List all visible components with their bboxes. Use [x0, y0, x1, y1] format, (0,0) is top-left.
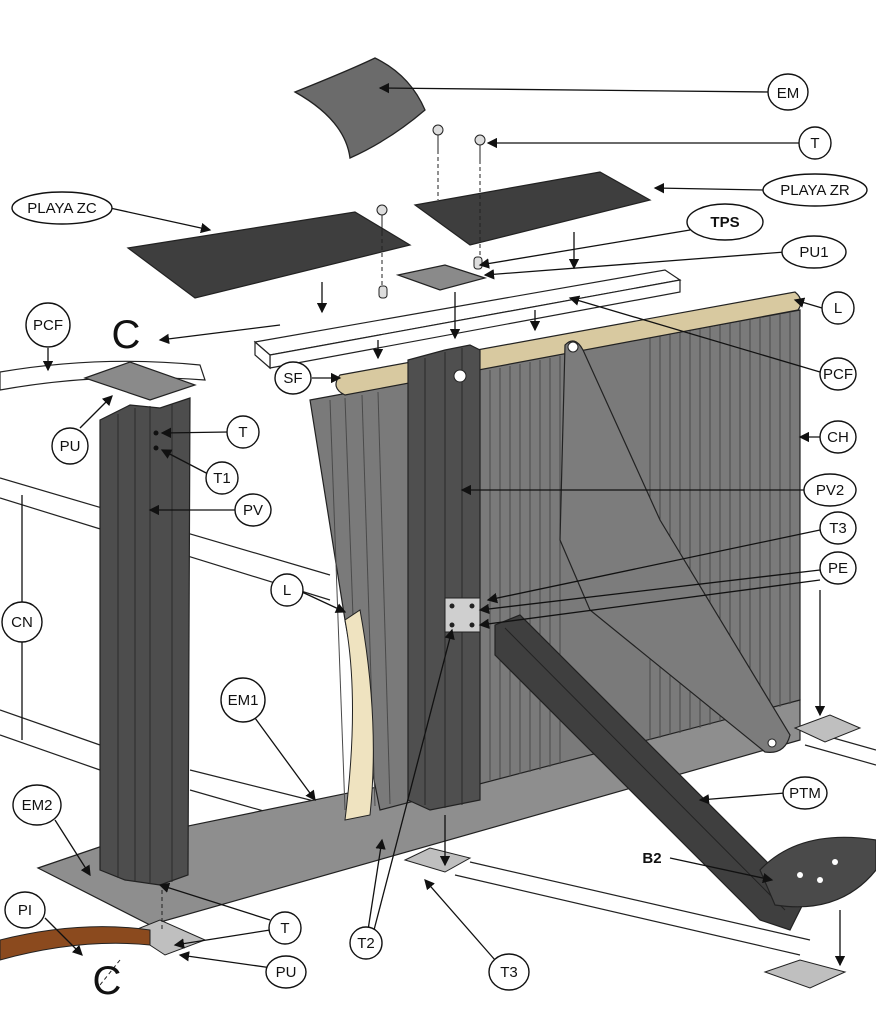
plate-pu-left [83, 361, 197, 401]
label-tps: TPS [710, 214, 739, 231]
seat-playa-zr [413, 171, 652, 246]
label-pu-bottom: PU [276, 964, 297, 981]
label-pu1: PU1 [799, 244, 828, 261]
upright-pv [99, 397, 191, 886]
label-playa-zc: PLAYA ZC [27, 200, 97, 217]
buttress [559, 340, 791, 753]
label-pe: PE [828, 560, 848, 577]
plate-pu1 [395, 264, 488, 291]
label-pcf-left: PCF [33, 317, 63, 334]
rail-pi [0, 926, 151, 961]
label-t-top: T [810, 135, 819, 152]
callout-labels: EM T PLAYA ZR PLAYA ZC TPS PU1 L PCF PCF… [11, 85, 853, 1003]
label-ch: CH [827, 429, 849, 446]
label-pu-left: PU [60, 438, 81, 455]
guide-lines [99, 150, 481, 986]
label-c-bottom: C [93, 959, 122, 1003]
upright-pv2 [407, 344, 481, 811]
label-pcf-right: PCF [823, 366, 853, 383]
label-l-mid: L [283, 582, 291, 599]
label-b2: B2 [642, 850, 661, 867]
label-ptm: PTM [789, 785, 821, 802]
label-em1: EM1 [228, 692, 259, 709]
label-cn: CN [11, 614, 33, 631]
strut-ptm [494, 614, 806, 931]
foot-brackets [128, 714, 862, 989]
seat-playa-zc [126, 211, 412, 299]
label-t-bottom: T [280, 920, 289, 937]
label-c-top: C [112, 313, 141, 357]
leader-lines [21, 82, 846, 969]
label-em2: EM2 [22, 797, 53, 814]
label-t1: T1 [213, 470, 231, 487]
label-t3-right: T3 [829, 520, 847, 537]
callout-bubbles [1, 73, 868, 991]
label-pv2: PV2 [816, 482, 844, 499]
label-t3-bottom: T3 [500, 964, 518, 981]
cap-em [293, 57, 426, 159]
label-t-left: T [238, 424, 247, 441]
label-sf: SF [283, 370, 302, 387]
label-em: EM [777, 85, 800, 102]
label-l-top: L [834, 300, 842, 317]
plate-b2 [759, 836, 876, 908]
label-pi: PI [18, 902, 32, 919]
label-t2: T2 [357, 935, 375, 952]
label-playa-zr: PLAYA ZR [780, 182, 850, 199]
label-pv: PV [243, 502, 263, 519]
